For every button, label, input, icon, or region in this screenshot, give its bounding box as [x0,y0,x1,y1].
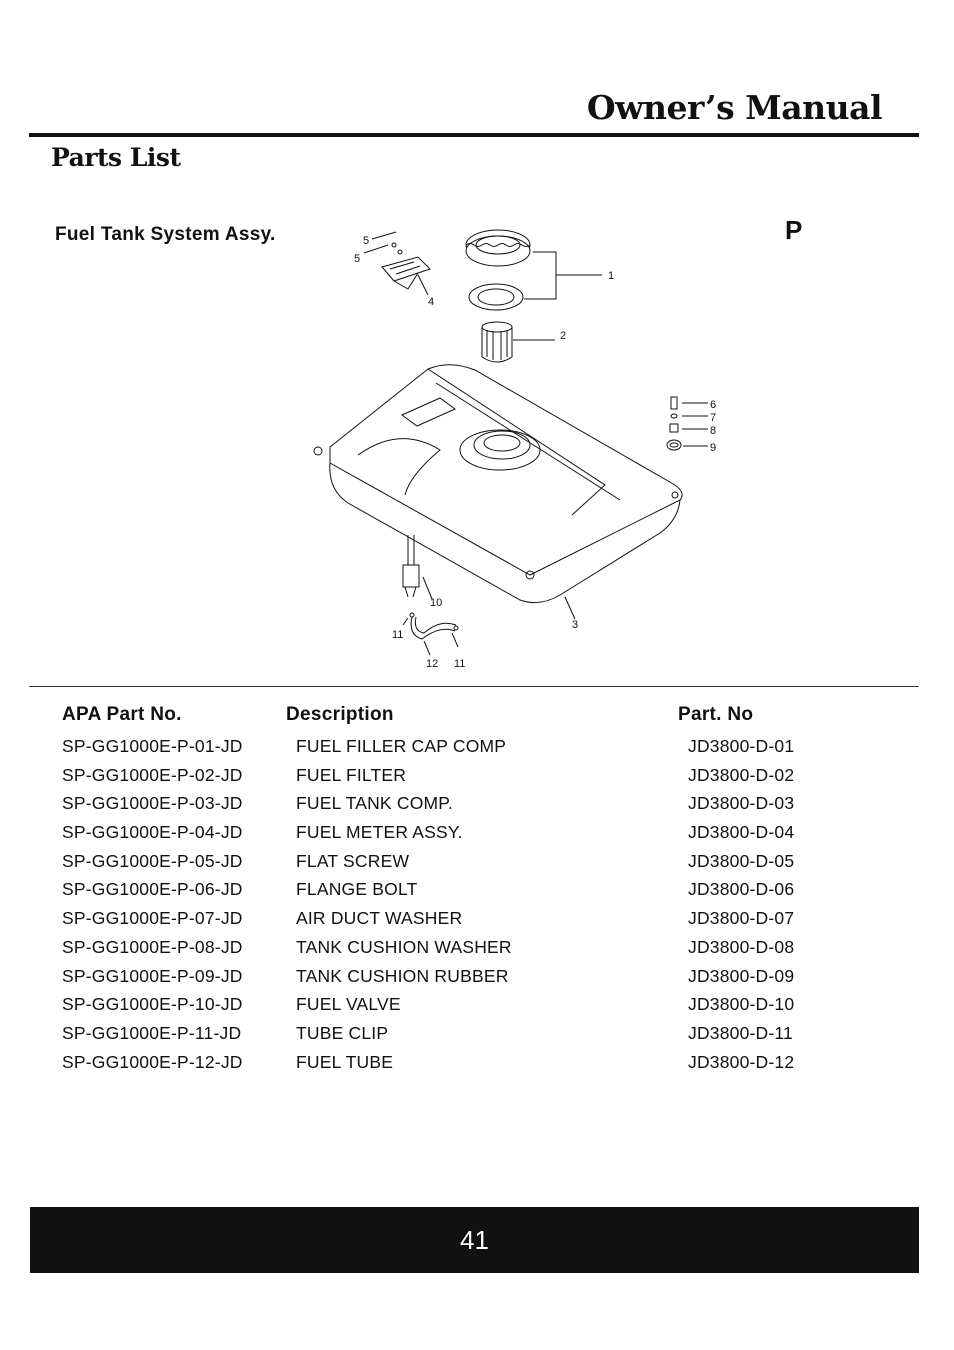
apa-part-no: SP-GG1000E-P-10-JD [62,994,243,1015]
apa-part-no: SP-GG1000E-P-03-JD [62,793,243,814]
table-row: SP-GG1000E-P-02-JD FUEL FILTER JD3800-D-02 [0,762,954,791]
part-no: JD3800-D-10 [688,994,795,1015]
description: FLANGE BOLT [296,879,418,900]
apa-part-no: SP-GG1000E-P-04-JD [62,822,243,843]
callout-5a: 5 [363,235,369,247]
callout-1: 1 [608,270,614,282]
description: TUBE CLIP [296,1022,389,1043]
callout-2: 2 [560,330,566,342]
table-row: SP-GG1000E-P-05-JD FLAT SCREW JD3800-D-05 [0,848,954,877]
cap-gasket-drawing [468,283,524,311]
fuel-filler-cap-drawing [465,229,531,267]
fuel-tube-drawing [409,612,459,640]
apa-part-no: SP-GG1000E-P-07-JD [62,908,243,929]
table-row: SP-GG1000E-P-10-JD FUEL VALVE JD3800-D-10 [0,991,954,1020]
leader-3 [564,596,576,620]
part-no: JD3800-D-07 [688,908,795,929]
apa-part-no: SP-GG1000E-P-12-JD [62,1051,243,1072]
table-row: SP-GG1000E-P-01-JD FUEL FILLER CAP COMP JD… [0,733,954,762]
description: TANK CUSHION RUBBER [296,965,509,986]
table-row: SP-GG1000E-P-03-JD FUEL TANK COMP. JD3800-… [0,790,954,819]
part-no: JD3800-D-09 [688,965,795,986]
header-apa-part-no: APA Part No. [62,704,182,725]
callout-11a: 11 [392,629,403,641]
description: FUEL TUBE [296,1051,394,1072]
parts-table: SP-GG1000E-P-01-JD FUEL FILLER CAP COMP JD… [0,733,954,1077]
table-row: SP-GG1000E-P-07-JD AIR DUCT WASHER JD3800-… [0,905,954,934]
callout-10: 10 [430,597,442,609]
fuel-valve-drawing [402,535,420,598]
table-row: SP-GG1000E-P-08-JD TANK CUSHION WASHER JD3… [0,934,954,963]
part-no: JD3800-D-06 [688,879,795,900]
part-no: JD3800-D-01 [688,736,795,756]
part-no: JD3800-D-03 [688,793,795,814]
table-row: SP-GG1000E-P-09-JD TANK CUSHION RUBBER JD3… [0,963,954,992]
description: TANK CUSHION WASHER [296,936,512,957]
apa-part-no: SP-GG1000E-P-08-JD [62,936,243,957]
callout-6: 6 [710,399,716,411]
description: FLAT SCREW [296,850,410,871]
assembly-title: Fuel Tank System Assy. [55,224,276,245]
header-part-no: Part. No [678,704,754,725]
header-rule [29,133,919,137]
callout-4: 4 [428,296,434,308]
apa-part-no: SP-GG1000E-P-05-JD [62,850,243,871]
fuel-meter-drawing [381,242,431,290]
manual-title: Owner’s Manual [586,88,883,127]
part-no: JD3800-D-05 [688,850,795,871]
page-number: 41 [460,1225,489,1255]
part-no: JD3800-D-11 [688,1022,793,1043]
part-no: JD3800-D-12 [688,1051,795,1072]
apa-part-no: SP-GG1000E-P-11-JD [62,1022,242,1043]
leader-1 [524,251,602,300]
table-row: SP-GG1000E-P-11-JD TUBE CLIP JD3800-D-11 [0,1020,954,1049]
table-row: SP-GG1000E-P-06-JD FLANGE BOLT JD3800-D-06 [0,876,954,905]
table-divider [29,686,919,687]
mounting-hardware-drawing [666,396,682,451]
header-description: Description [286,704,394,725]
callout-3: 3 [572,619,578,631]
fuel-tank-drawing [313,364,683,604]
description: FUEL FILTER [296,764,407,785]
fuel-tank-exploded-diagram: 1 2 3 4 5 5 6 7 8 9 10 11 11 12 [313,229,716,670]
description: FUEL VALVE [296,994,401,1015]
callout-9: 9 [710,442,716,454]
section-title: Parts List [51,143,181,172]
part-no: JD3800-D-02 [688,764,795,785]
description: AIR DUCT WASHER [296,908,463,929]
callout-11b: 11 [454,658,465,670]
leaders-4-5 [363,231,429,296]
section-marker: P [785,215,803,245]
fuel-filter-drawing [481,321,513,363]
apa-part-no: SP-GG1000E-P-02-JD [62,764,243,785]
leaders-11-12 [402,617,459,656]
callout-12: 12 [426,658,438,670]
callout-5b: 5 [354,253,360,265]
apa-part-no: SP-GG1000E-P-01-JD [62,736,243,756]
leader-10 [422,576,433,600]
description: FUEL TANK COMP. [296,793,453,814]
description: FUEL FILLER CAP COMP [296,736,507,756]
callout-8: 8 [710,425,716,437]
callout-7: 7 [710,412,716,424]
part-no: JD3800-D-04 [688,822,795,843]
description: FUEL METER ASSY. [296,822,463,843]
part-no: JD3800-D-08 [688,936,795,957]
footer-bar: 41 [30,1207,919,1273]
apa-part-no: SP-GG1000E-P-06-JD [62,879,243,900]
table-row: SP-GG1000E-P-04-JD FUEL METER ASSY. JD3800… [0,819,954,848]
apa-part-no: SP-GG1000E-P-09-JD [62,965,243,986]
leaders-6-9 [682,402,708,447]
table-row: SP-GG1000E-P-12-JD FUEL TUBE JD3800-D-12 [0,1049,954,1078]
